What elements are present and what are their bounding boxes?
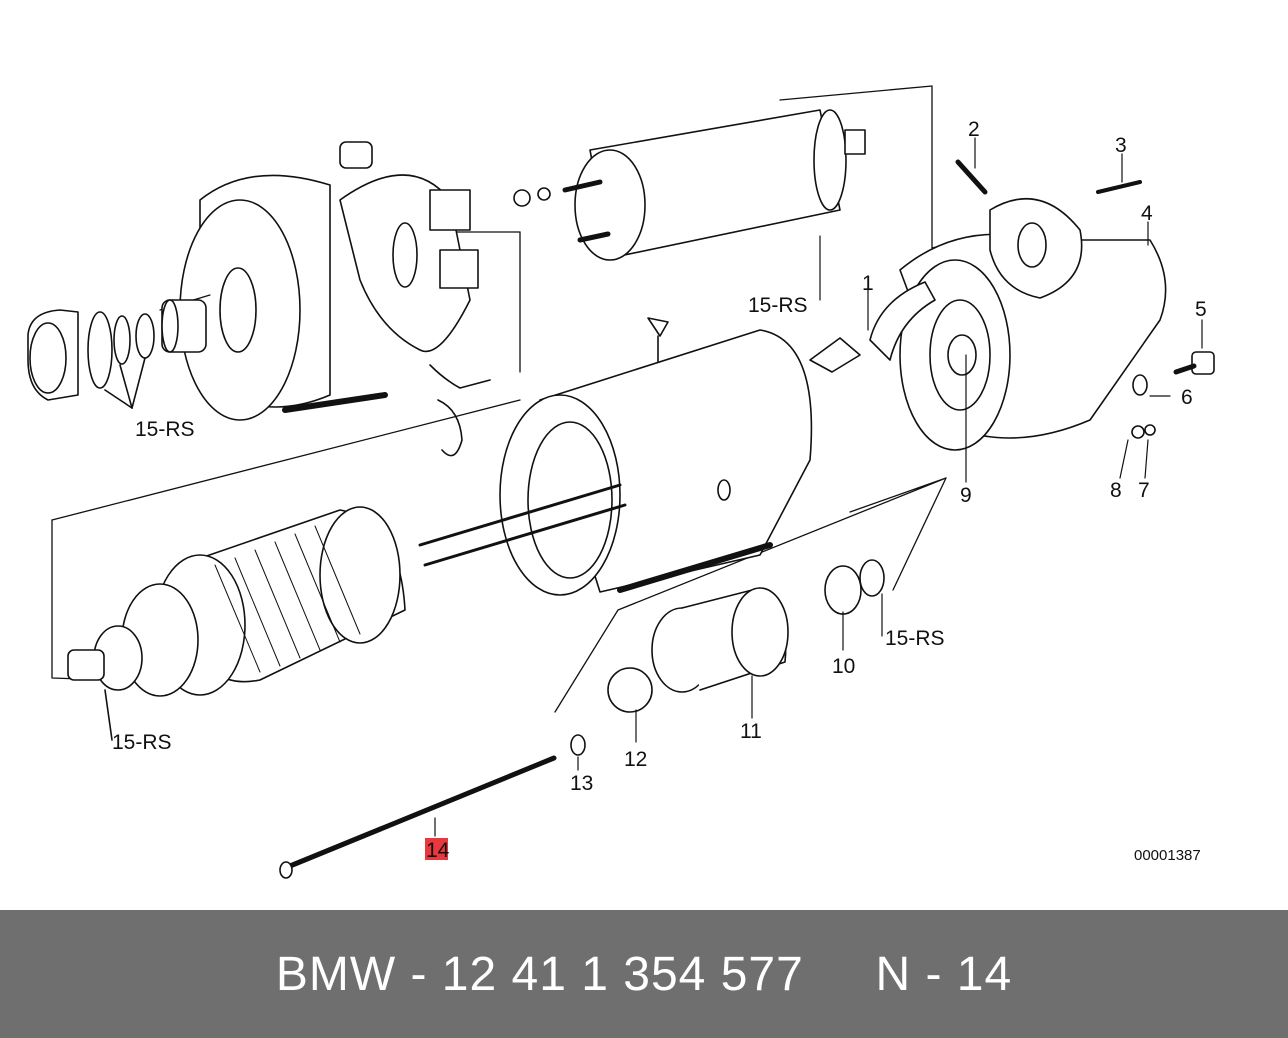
label-15-rs-top-left: 15-RS <box>135 418 195 441</box>
rear-end-cover <box>159 174 388 421</box>
exploded-parts-diagram: 1 2 3 4 5 6 7 8 9 10 11 12 13 14 15-RS 1… <box>27 85 1215 879</box>
label-part-12: 12 <box>624 748 647 771</box>
bolt-and-washer <box>1131 351 1215 439</box>
label-part-7: 7 <box>1138 479 1150 502</box>
label-part-9: 9 <box>960 484 972 507</box>
leader-lines <box>434 137 1203 837</box>
highlight-box <box>425 838 448 860</box>
label-15-rs-right: 15-RS <box>885 627 945 650</box>
assembly-guide-lines <box>51 85 1001 713</box>
end-cap <box>27 309 155 409</box>
solenoid-switch <box>513 109 866 261</box>
armature <box>67 483 627 741</box>
field-frame-housing <box>499 317 813 596</box>
drive-end-housing <box>809 159 1167 451</box>
label-part-2: 2 <box>968 118 980 141</box>
label-part-6: 6 <box>1181 386 1193 409</box>
diagram-reference-number: 00001387 <box>1134 847 1201 864</box>
label-part-8: 8 <box>1110 479 1122 502</box>
label-part-3: 3 <box>1115 134 1127 157</box>
label-part-14: 14 <box>426 839 450 862</box>
label-part-5: 5 <box>1195 298 1207 321</box>
pinion-drive-assembly <box>570 559 885 756</box>
diagram-canvas: 1 2 3 4 5 6 7 8 9 10 11 12 13 14 15-RS 1… <box>27 85 1215 879</box>
part-number-text: BMW - 12 41 1 354 577 N - 14 <box>275 947 1013 1001</box>
label-part-10: 10 <box>832 655 855 678</box>
brush-plate <box>339 141 491 457</box>
label-15-rs-bottom-left: 15-RS <box>112 731 172 754</box>
label-part-13: 13 <box>570 772 593 795</box>
through-bolt <box>279 755 557 879</box>
label-part-4: 4 <box>1141 202 1153 225</box>
label-part-11: 11 <box>740 720 762 743</box>
label-part-1: 1 <box>862 272 874 295</box>
part-number-footer: BMW - 12 41 1 354 577 N - 14 <box>0 910 1288 1038</box>
label-15-rs-top-center: 15-RS <box>748 294 808 317</box>
